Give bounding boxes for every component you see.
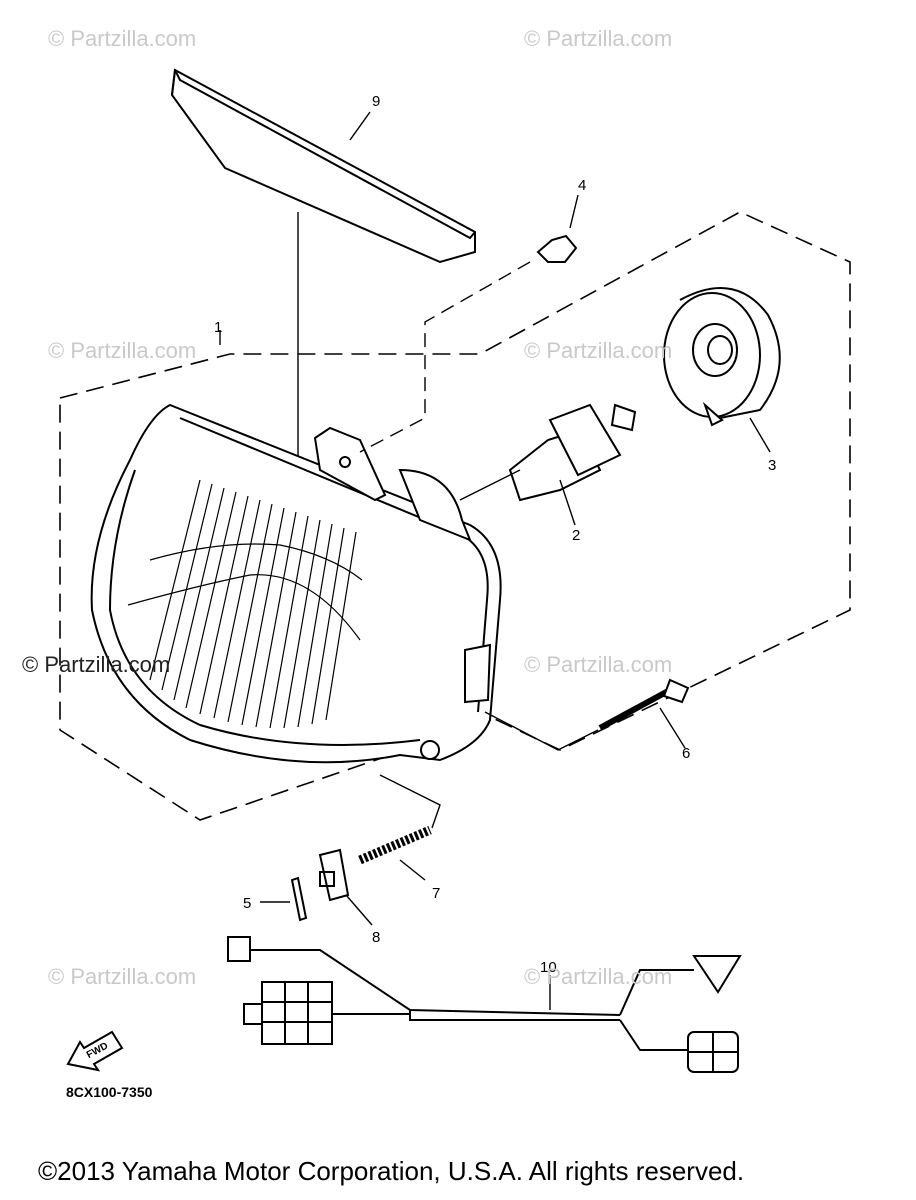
callout-10: 10 bbox=[540, 959, 557, 976]
part-5-pin bbox=[260, 876, 308, 922]
assembly-boundary bbox=[59, 211, 851, 821]
watermark: © Partzilla.com bbox=[524, 338, 673, 363]
callout-3: 3 bbox=[768, 457, 776, 474]
callout-7: 7 bbox=[432, 885, 440, 902]
watermark: © Partzilla.com bbox=[524, 26, 673, 51]
diagram-code: 8CX100-7350 bbox=[66, 1084, 153, 1100]
watermark: © Partzilla.com bbox=[22, 652, 171, 677]
part-2-bulb bbox=[459, 403, 637, 526]
callout-8: 8 bbox=[372, 929, 380, 946]
part-10-harness bbox=[227, 936, 742, 1073]
part-7-spring bbox=[358, 774, 441, 881]
watermark: © Partzilla.com bbox=[48, 26, 197, 51]
callout-1: 1 bbox=[214, 319, 222, 336]
part-8-clip bbox=[318, 848, 373, 926]
part-9-visor bbox=[170, 68, 476, 512]
part-4-screw bbox=[359, 194, 579, 453]
part-6-bolt bbox=[484, 678, 690, 751]
callout-9: 9 bbox=[372, 93, 380, 110]
watermark: © Partzilla.com bbox=[524, 964, 673, 989]
callout-2: 2 bbox=[572, 527, 580, 544]
callout-5: 5 bbox=[243, 895, 251, 912]
copyright-footer: ©2013 Yamaha Motor Corporation, U.S.A. A… bbox=[38, 1156, 745, 1186]
watermark: © Partzilla.com bbox=[48, 964, 197, 989]
part-3-cover bbox=[663, 287, 781, 453]
watermark: © Partzilla.com bbox=[48, 338, 197, 363]
part-1-headlight-body bbox=[90, 330, 502, 764]
watermark: © Partzilla.com bbox=[524, 652, 673, 677]
fwd-arrow-icon bbox=[66, 1030, 124, 1072]
callout-4: 4 bbox=[578, 177, 586, 194]
callout-6: 6 bbox=[682, 745, 690, 762]
